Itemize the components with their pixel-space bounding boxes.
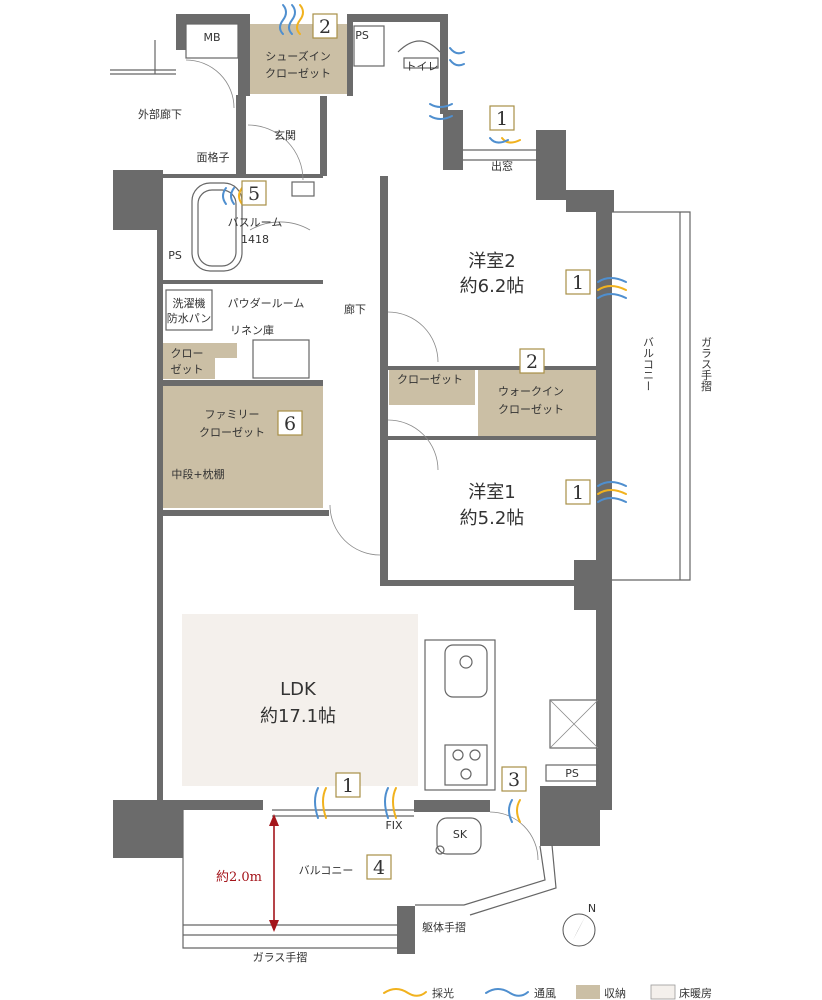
label-washer-1: 洗濯機 (173, 296, 206, 310)
badge-w2: 1 (565, 269, 591, 295)
label-toilet: トイレ (406, 60, 439, 73)
label-western1-size: 約5.2帖 (460, 508, 525, 529)
walkin-closet-area (478, 370, 600, 436)
label-fix: FIX (385, 819, 403, 832)
badge-kitchen: 3 (501, 766, 527, 792)
label-walkin-1: ウォークイン (498, 385, 564, 398)
badge-bay: 1 (489, 105, 515, 131)
label-sk: SK (453, 828, 468, 841)
svg-text:1: 1 (572, 272, 584, 294)
label-hallway: 廊下 (344, 302, 366, 316)
label-walkin-2: クローゼット (498, 403, 564, 416)
bedroom-closet-area (389, 370, 475, 405)
legend-ventilation-icon (485, 988, 529, 997)
family-closet-area (163, 386, 323, 508)
closet-small-area (163, 343, 215, 379)
legend: 採光 通風 収納 床暖房 (383, 984, 712, 1000)
label-depth: 約2.0m (216, 870, 262, 885)
label-balcony-bottom: バルコニー (299, 864, 354, 877)
label-washer-2: 防水パン (167, 311, 212, 325)
fixtures (110, 23, 691, 949)
label-bath-size: 1418 (241, 233, 269, 246)
svg-text:3: 3 (508, 769, 520, 791)
label-body-rail: 躯体手摺 (422, 920, 466, 934)
legend-sunlight-label: 採光 (432, 986, 454, 1000)
legend-floor-heating-label: 床暖房 (679, 986, 712, 1000)
label-outer-corridor: 外部廊下 (138, 107, 182, 121)
badge-bath: 5 (241, 180, 267, 206)
svg-text:1: 1 (572, 482, 584, 504)
label-ps-top: PS (355, 29, 369, 42)
badge-family: 6 (277, 410, 303, 436)
legend-storage-swatch (576, 985, 600, 999)
label-family-1: ファミリー (205, 408, 260, 421)
label-lattice: 面格子 (197, 150, 230, 164)
svg-text:2: 2 (526, 351, 538, 373)
badge-ldk: 1 (335, 772, 361, 798)
badge-shoes: 2 (312, 13, 338, 39)
label-shoes-in: シューズイン (265, 49, 330, 63)
legend-floor-heating-swatch (650, 984, 676, 1000)
label-closet-small-1: クロー (171, 347, 204, 360)
badge-w1: 1 (565, 479, 591, 505)
svg-text:4: 4 (373, 857, 385, 879)
label-bay-window: 出窓 (491, 159, 513, 173)
walls (113, 14, 614, 954)
label-entrance: 玄関 (274, 128, 296, 142)
label-ldk: LDK (280, 679, 317, 700)
label-western1: 洋室1 (468, 482, 515, 503)
label-glass-rail-bottom: ガラス手摺 (253, 950, 308, 964)
label-ldk-size: 約17.1帖 (260, 706, 336, 727)
compass-icon: N (562, 902, 596, 947)
label-western2: 洋室2 (468, 251, 515, 272)
label-closet-bed: クローゼット (397, 373, 463, 386)
label-glass-rail-side: ガラス手摺 (700, 336, 713, 392)
linen-area (215, 343, 237, 358)
label-ps-kitchen: PS (565, 767, 579, 780)
label-western2-size: 約6.2帖 (460, 276, 525, 297)
label-family-2: クローゼット (199, 426, 265, 439)
svg-text:6: 6 (284, 413, 296, 435)
svg-text:1: 1 (496, 108, 508, 130)
label-ps-bath: PS (168, 249, 182, 262)
legend-sunlight-icon (383, 988, 427, 997)
legend-ventilation-label: 通風 (534, 987, 556, 1000)
ldk-floor-heating (182, 614, 418, 786)
svg-text:N: N (588, 902, 596, 915)
svg-text:1: 1 (342, 775, 354, 797)
svg-text:5: 5 (248, 183, 260, 205)
svg-text:2: 2 (319, 16, 331, 38)
label-balcony-side: バルコニー (642, 337, 655, 392)
label-powder-room: パウダールーム (228, 296, 305, 310)
label-linen: リネン庫 (230, 323, 274, 337)
airflow-symbols (222, 4, 627, 823)
badge-walkin: 2 (519, 348, 545, 374)
label-mb: MB (203, 31, 220, 44)
depth-dimension (269, 814, 279, 932)
label-bathroom: バスルーム (228, 216, 283, 229)
badge-balcony: 4 (366, 854, 392, 880)
label-shelf: 中段+枕棚 (171, 467, 224, 481)
label-closet-small-2: ゼット (171, 363, 204, 376)
legend-storage-label: 収納 (604, 987, 626, 1000)
label-shoes-closet: クローゼット (265, 67, 331, 80)
